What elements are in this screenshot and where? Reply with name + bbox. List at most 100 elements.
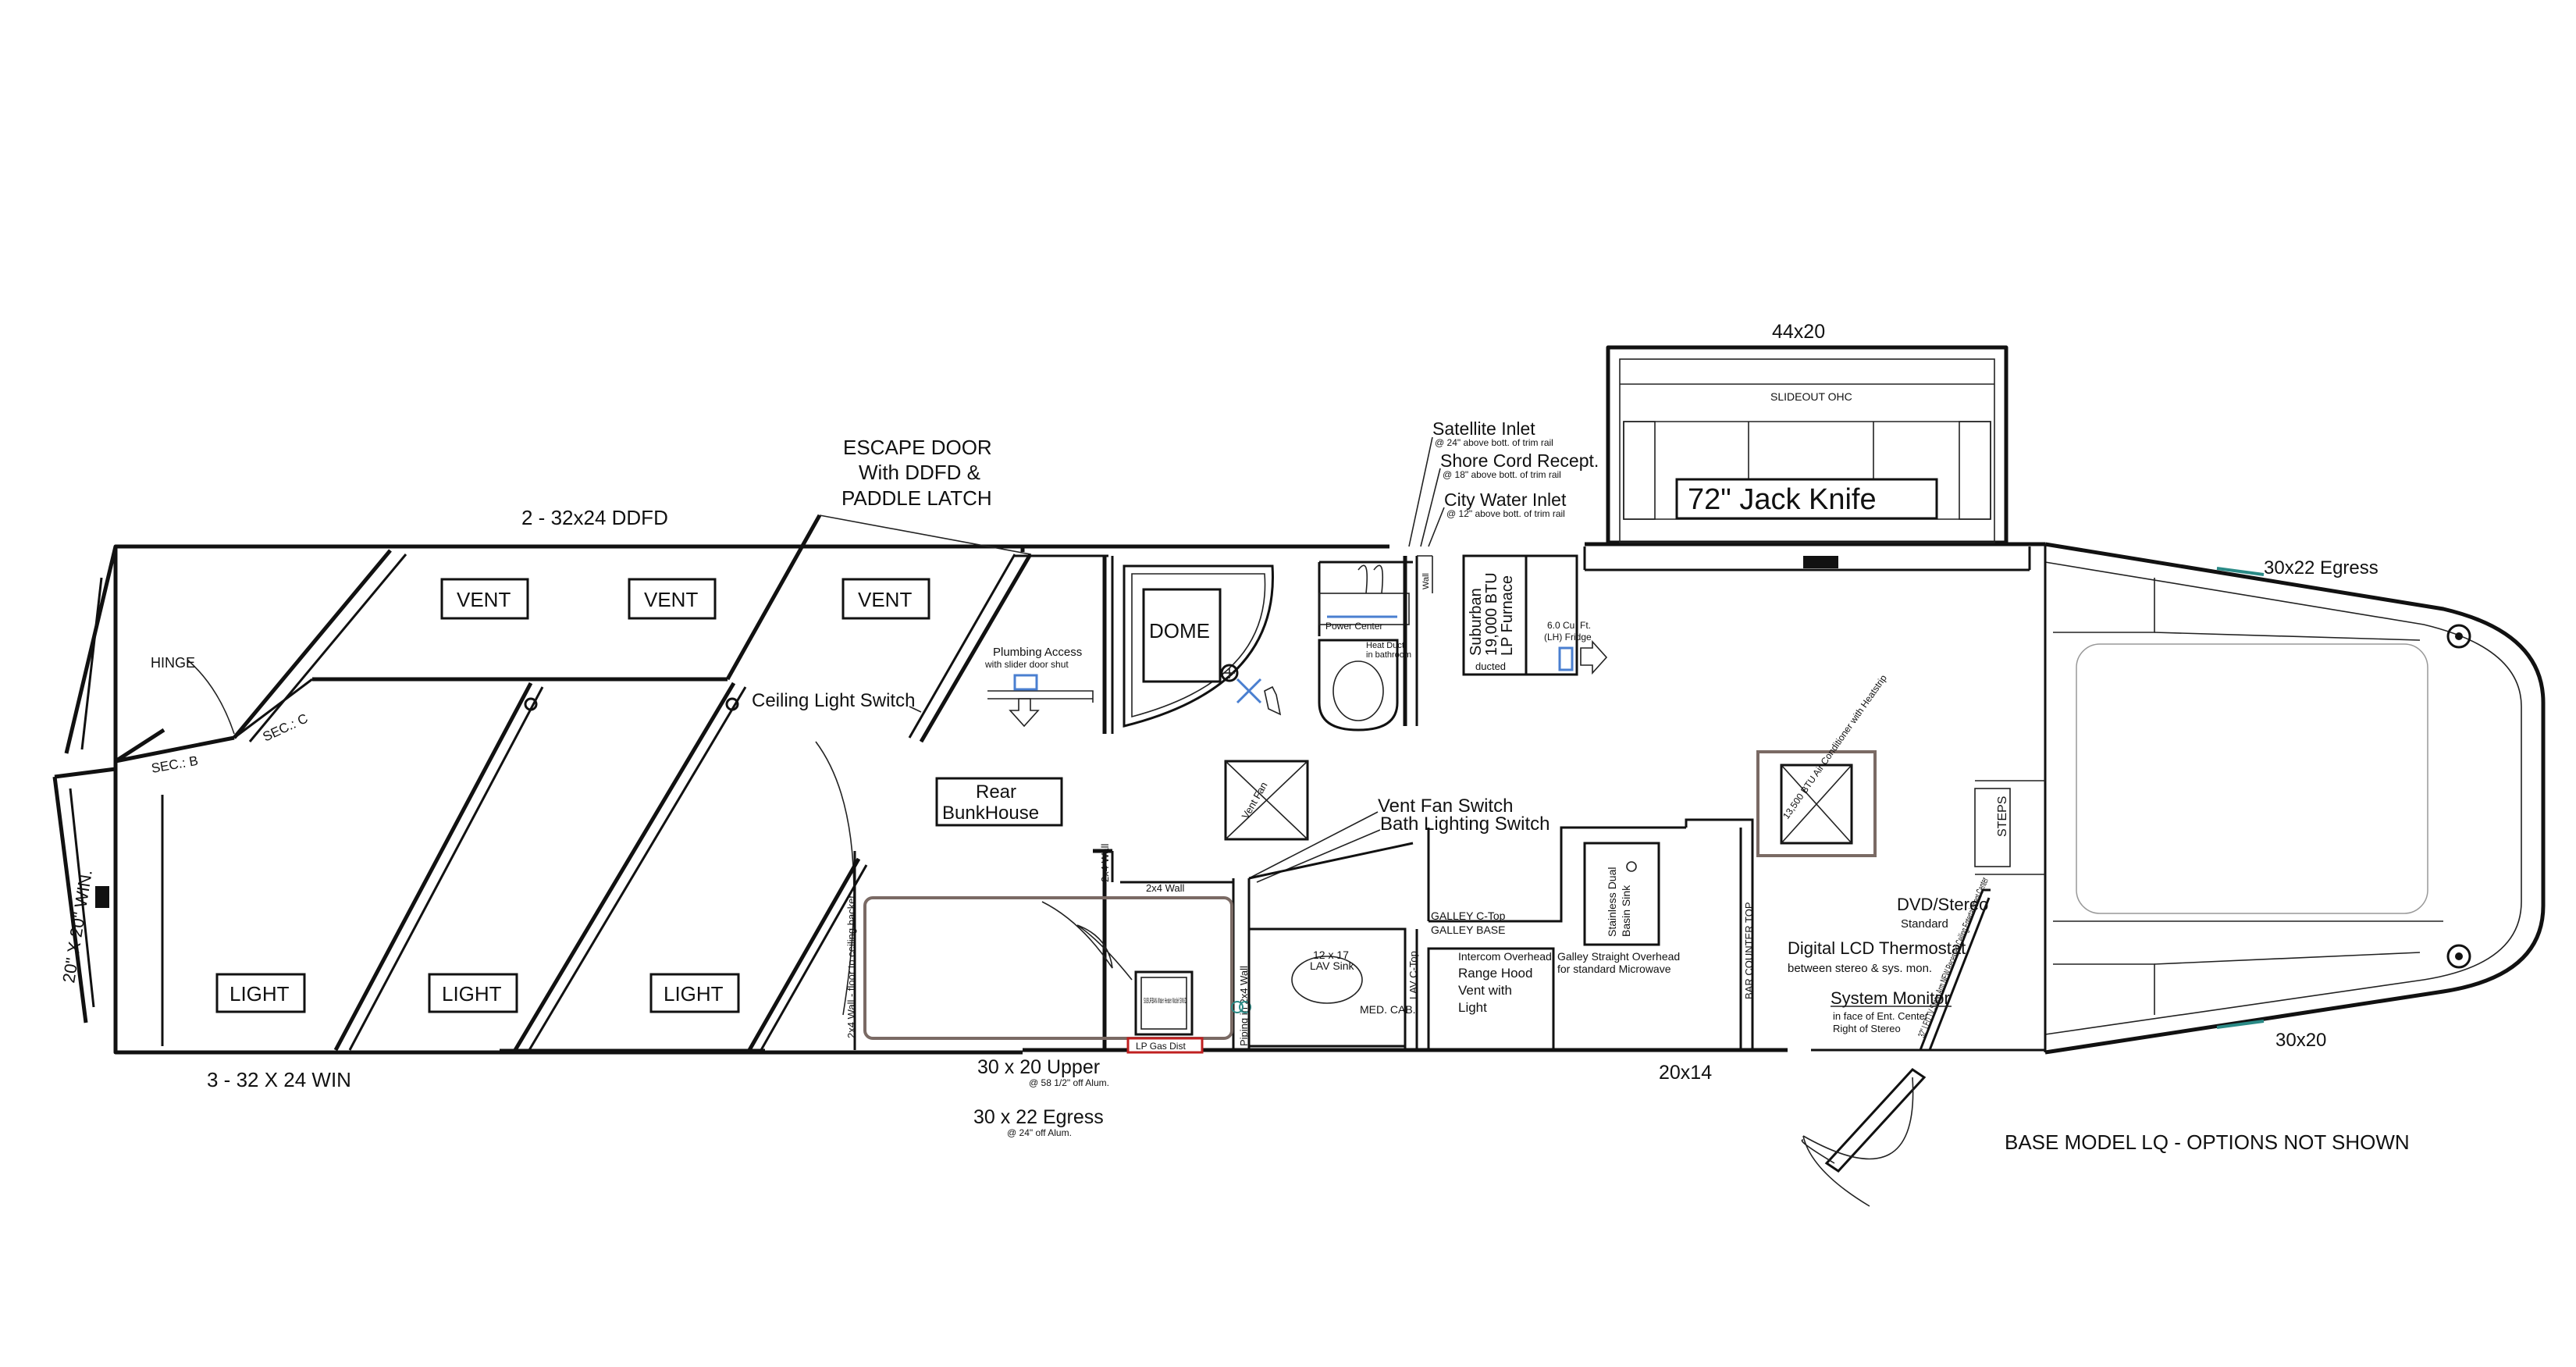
horse-area: HINGE SEC.: C SEC.: B 2 - 32x24 DDFD 3 -… <box>150 436 1033 1091</box>
wall-backer-label: 2x4 Wall - floor to ceiling backer <box>845 895 857 1038</box>
galley-ovh-label-1: Galley Straight Overhead <box>1557 950 1680 963</box>
living-quarters: Plumbing Access with slider door shut Re… <box>845 554 1889 1084</box>
thermostat-note: between stereo & sys. mon. <box>1788 962 1932 975</box>
heat-duct-note: in bathroom <box>1366 650 1411 660</box>
window-20x14-label: 20x14 <box>1659 1062 1712 1084</box>
escape-door-label-1: ESCAPE DOOR <box>843 436 992 459</box>
light-2-label: LIGHT <box>442 982 502 1006</box>
entry-area: 32" LED TV Swing Arm NEW Recessed Ceilin… <box>1788 875 1991 1207</box>
vent-2: VENT <box>628 578 717 620</box>
ac-unit: 13,500 BTU Air Conditioner with Heatstri… <box>1756 672 1889 857</box>
system-monitor-note-1: in face of Ent. Center <box>1833 1010 1929 1022</box>
range-hood-label-3: Light <box>1458 1000 1487 1015</box>
nose-window-label: 30x20 <box>2275 1030 2326 1051</box>
lav-sink: 12 x 17 LAV Sink MED. CAB. LAV C-Top <box>1247 927 1419 1050</box>
galley: GALLEY C-Top GALLEY BASE Intercom Overhe… <box>1427 818 1755 1052</box>
shore-cord-label: Shore Cord Recept. <box>1440 450 1599 471</box>
lav-sink-label-2: LAV Sink <box>1310 959 1355 972</box>
dvd-label: DVD/Stereo <box>1897 895 1988 914</box>
power-center-label: Power Center <box>1325 621 1382 632</box>
light-3: LIGHT <box>649 973 740 1013</box>
furnace-label-4: ducted <box>1475 660 1506 672</box>
sec-c-label: SEC.: C <box>261 710 311 744</box>
rear-bunk-label-1: Rear <box>976 781 1016 803</box>
window-44x20-label: 44x20 <box>1772 321 1825 343</box>
water-heater-label: SUBURBAN Water Heater Model SW6D <box>1144 997 1187 1006</box>
sec-b-label: SEC.: B <box>150 753 199 776</box>
wall-2x4-vertical: 2x4 Wall <box>1099 844 1111 882</box>
system-monitor-note-2: Right of Stereo <box>1833 1023 1901 1034</box>
egress-window-label: 30 x 22 Egress <box>973 1106 1104 1128</box>
jack-knife-label: 72" Jack Knife <box>1688 483 1877 516</box>
range-hood-over-label: Intercom Overhead <box>1458 950 1552 963</box>
fridge-label-1: 6.0 Cu. Ft. <box>1547 620 1591 631</box>
hinge-label: HINGE <box>151 655 195 671</box>
trailer-shell: STEPS 30x22 Egress 30x20 <box>113 542 2546 1055</box>
bunk-bed: 2x4 Wall - floor to ceiling backer <box>845 851 1233 1050</box>
furnace-label-1: Suburban <box>1468 588 1485 656</box>
jack-knife-sofa: 72" Jack Knife <box>1675 478 1938 520</box>
lav-sink-label-1: 12 x 17 <box>1313 949 1349 961</box>
galley-ctop-label: GALLEY C-Top <box>1431 910 1506 922</box>
bath-light-switch-label: Bath Lighting Switch <box>1380 813 1550 835</box>
fridge-label-2: (LH) Fridge <box>1544 632 1592 643</box>
escape-door-label-3: PADDLE LATCH <box>841 486 992 510</box>
piping-wall-label: Piping in 2x4 Wall <box>1238 966 1250 1046</box>
range-hood-label-1: Range Hood <box>1458 966 1532 981</box>
sink-label-2: Basin Sink <box>1620 885 1632 937</box>
system-monitor-label: System Monitor <box>1831 988 1950 1008</box>
egress-window-note: @ 24" off Alum. <box>1007 1127 1072 1138</box>
ceiling-light-switch-label: Ceiling Light Switch <box>752 690 915 711</box>
satellite-inlet-note: @ 24" above bott. of trim rail <box>1435 437 1553 448</box>
city-water-label: City Water Inlet <box>1444 489 1567 510</box>
light-1: LIGHT <box>215 973 306 1013</box>
thermostat-label: Digital LCD Thermostat <box>1788 938 1966 958</box>
satellite-inlet-label: Satellite Inlet <box>1432 418 1535 439</box>
plumbing-note: with slider door shut <box>984 659 1069 670</box>
vent-fan-label: Vent Fan <box>1240 780 1270 821</box>
galley-base-label: GALLEY BASE <box>1431 924 1505 936</box>
light-1-label: LIGHT <box>229 982 290 1006</box>
ddfd-label: 2 - 32x24 DDFD <box>521 506 668 529</box>
vent-fan-switch-label: Vent Fan Switch <box>1378 796 1513 817</box>
rear-bunkhouse: Rear BunkHouse <box>935 777 1063 827</box>
shore-cord-note: @ 18" above bott. of trim rail <box>1443 469 1561 480</box>
heat-duct-label: Heat Duct <box>1366 641 1404 650</box>
light-3-label: LIGHT <box>664 982 724 1006</box>
range-hood-label-2: Vent with <box>1458 983 1512 998</box>
slideout: SLIDEOUT OHC 72" Jack Knife 44x20 <box>1583 321 2031 571</box>
vent-1-label: VENT <box>457 588 511 611</box>
plumbing-access-label: Plumbing Access <box>993 646 1082 659</box>
med-cab-label: MED. CAB. <box>1360 1003 1416 1016</box>
dome: DOME <box>1142 588 1222 683</box>
exterior-inlets: Satellite Inlet @ 24" above bott. of tri… <box>1408 418 1599 547</box>
nose-egress-label: 30x22 Egress <box>2264 557 2379 578</box>
rear-bunk-label-2: BunkHouse <box>942 803 1039 824</box>
galley-ovh-label-2: for standard Microwave <box>1557 963 1671 975</box>
upper-window-label: 30 x 20 Upper <box>977 1056 1100 1078</box>
ac-unit-label: 13,500 BTU Air Conditioner with Heatstri… <box>1781 672 1889 821</box>
dome-label: DOME <box>1149 619 1210 643</box>
wall-mark: Wall <box>1421 573 1431 589</box>
steps-label: STEPS <box>1996 796 2009 837</box>
wall-2x4-horizontal: 2x4 Wall <box>1146 882 1184 894</box>
bar-counter-label: BAR COUNTER TOP <box>1743 902 1755 999</box>
vent-1: VENT <box>440 578 529 620</box>
vent-fan: Vent Fan <box>1224 760 1309 841</box>
base-model-note: BASE MODEL LQ - OPTIONS NOT SHOWN <box>2005 1130 2410 1154</box>
furnace-label-2: 19,000 BTU <box>1483 572 1500 656</box>
dvd-note: Standard <box>1901 917 1948 931</box>
city-water-note: @ 12" above bott. of trim rail <box>1446 508 1565 519</box>
upper-window-note: @ 58 1/2" off Alum. <box>1029 1077 1109 1088</box>
furnace-label-3: LP Furnace <box>1499 575 1516 656</box>
water-heater: SUBURBAN Water Heater Model SW6D LP Gas … <box>1126 970 1204 1054</box>
vent-2-label: VENT <box>644 588 698 611</box>
vent-3-label: VENT <box>858 588 912 611</box>
slideout-ohc-label: SLIDEOUT OHC <box>1770 390 1852 403</box>
rear-doors: 20" X 20" WIN. <box>52 546 235 1046</box>
rear-windows-label: 3 - 32 X 24 WIN <box>207 1068 351 1091</box>
sink-label-1: Stainless Dual <box>1606 867 1618 938</box>
lp-gas-label: LP Gas Dist <box>1136 1041 1186 1052</box>
vent-3: VENT <box>841 578 930 620</box>
